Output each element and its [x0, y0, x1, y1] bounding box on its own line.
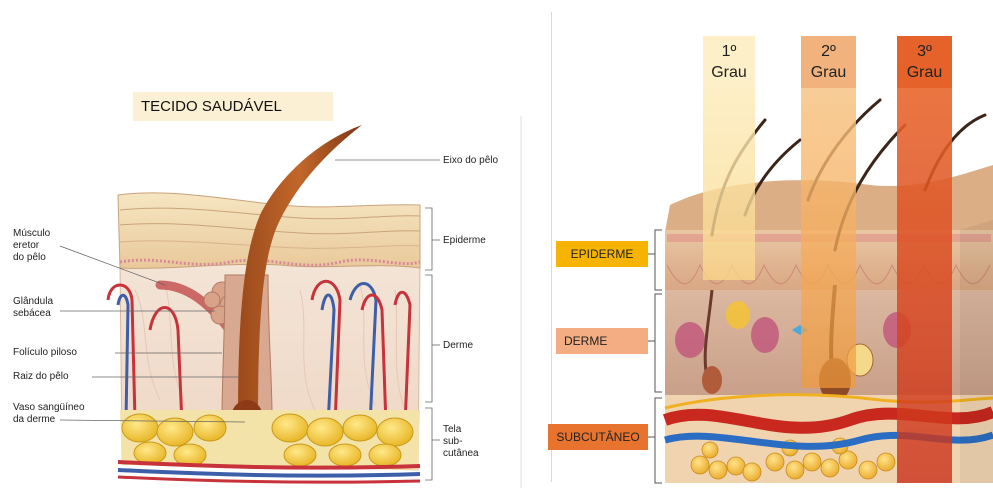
- third-degree-column: [897, 36, 952, 483]
- subcutaneo-label: SUBCUTÂNEO: [548, 424, 648, 450]
- third-degree-label: 3º Grau: [897, 36, 952, 88]
- first-degree-label: 1º Grau: [703, 36, 755, 88]
- derme-label: DERME: [556, 328, 648, 354]
- second-degree-label: 2º Grau: [801, 36, 856, 88]
- second-degree-column: [801, 36, 856, 388]
- epiderme-label: EPIDERME: [556, 241, 648, 267]
